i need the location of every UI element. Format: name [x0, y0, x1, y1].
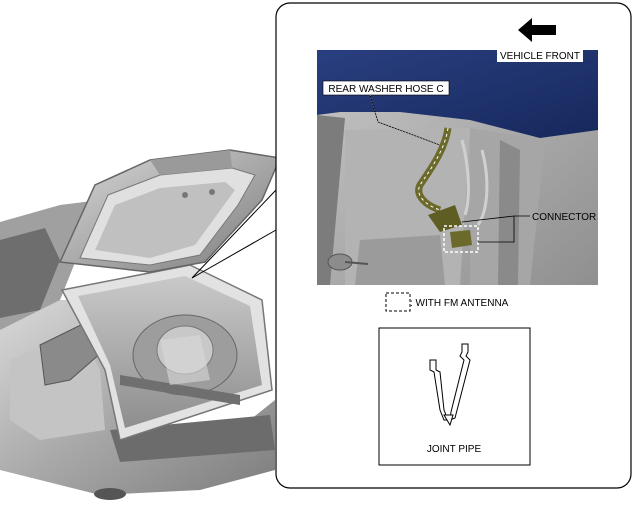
- callout-leader-lower: [191, 229, 277, 279]
- connector-leader-2: [461, 215, 515, 223]
- hose-label-bg: [322, 80, 450, 96]
- vehicle-front-label: VEHICLE FRONT: [500, 51, 580, 62]
- legend-dashed-box: [385, 292, 411, 312]
- vehicle-front-label-bg: [497, 48, 583, 62]
- vehicle-front-arrow-icon: [518, 18, 556, 42]
- connector-label: CONNECTOR: [532, 212, 596, 223]
- hose-label: REAR WASHER HOSE C: [328, 84, 443, 95]
- legend-label: : WITH FM ANTENNA: [410, 298, 509, 309]
- joint-pipe-label: JOINT PIPE: [427, 444, 482, 455]
- joint-pipe-icon: [429, 343, 471, 427]
- callout-leader-upper: [191, 189, 277, 279]
- connector-leader: [478, 215, 530, 243]
- fm-antenna-dashed-box: [443, 225, 479, 253]
- car-rear-illustration: [0, 149, 282, 500]
